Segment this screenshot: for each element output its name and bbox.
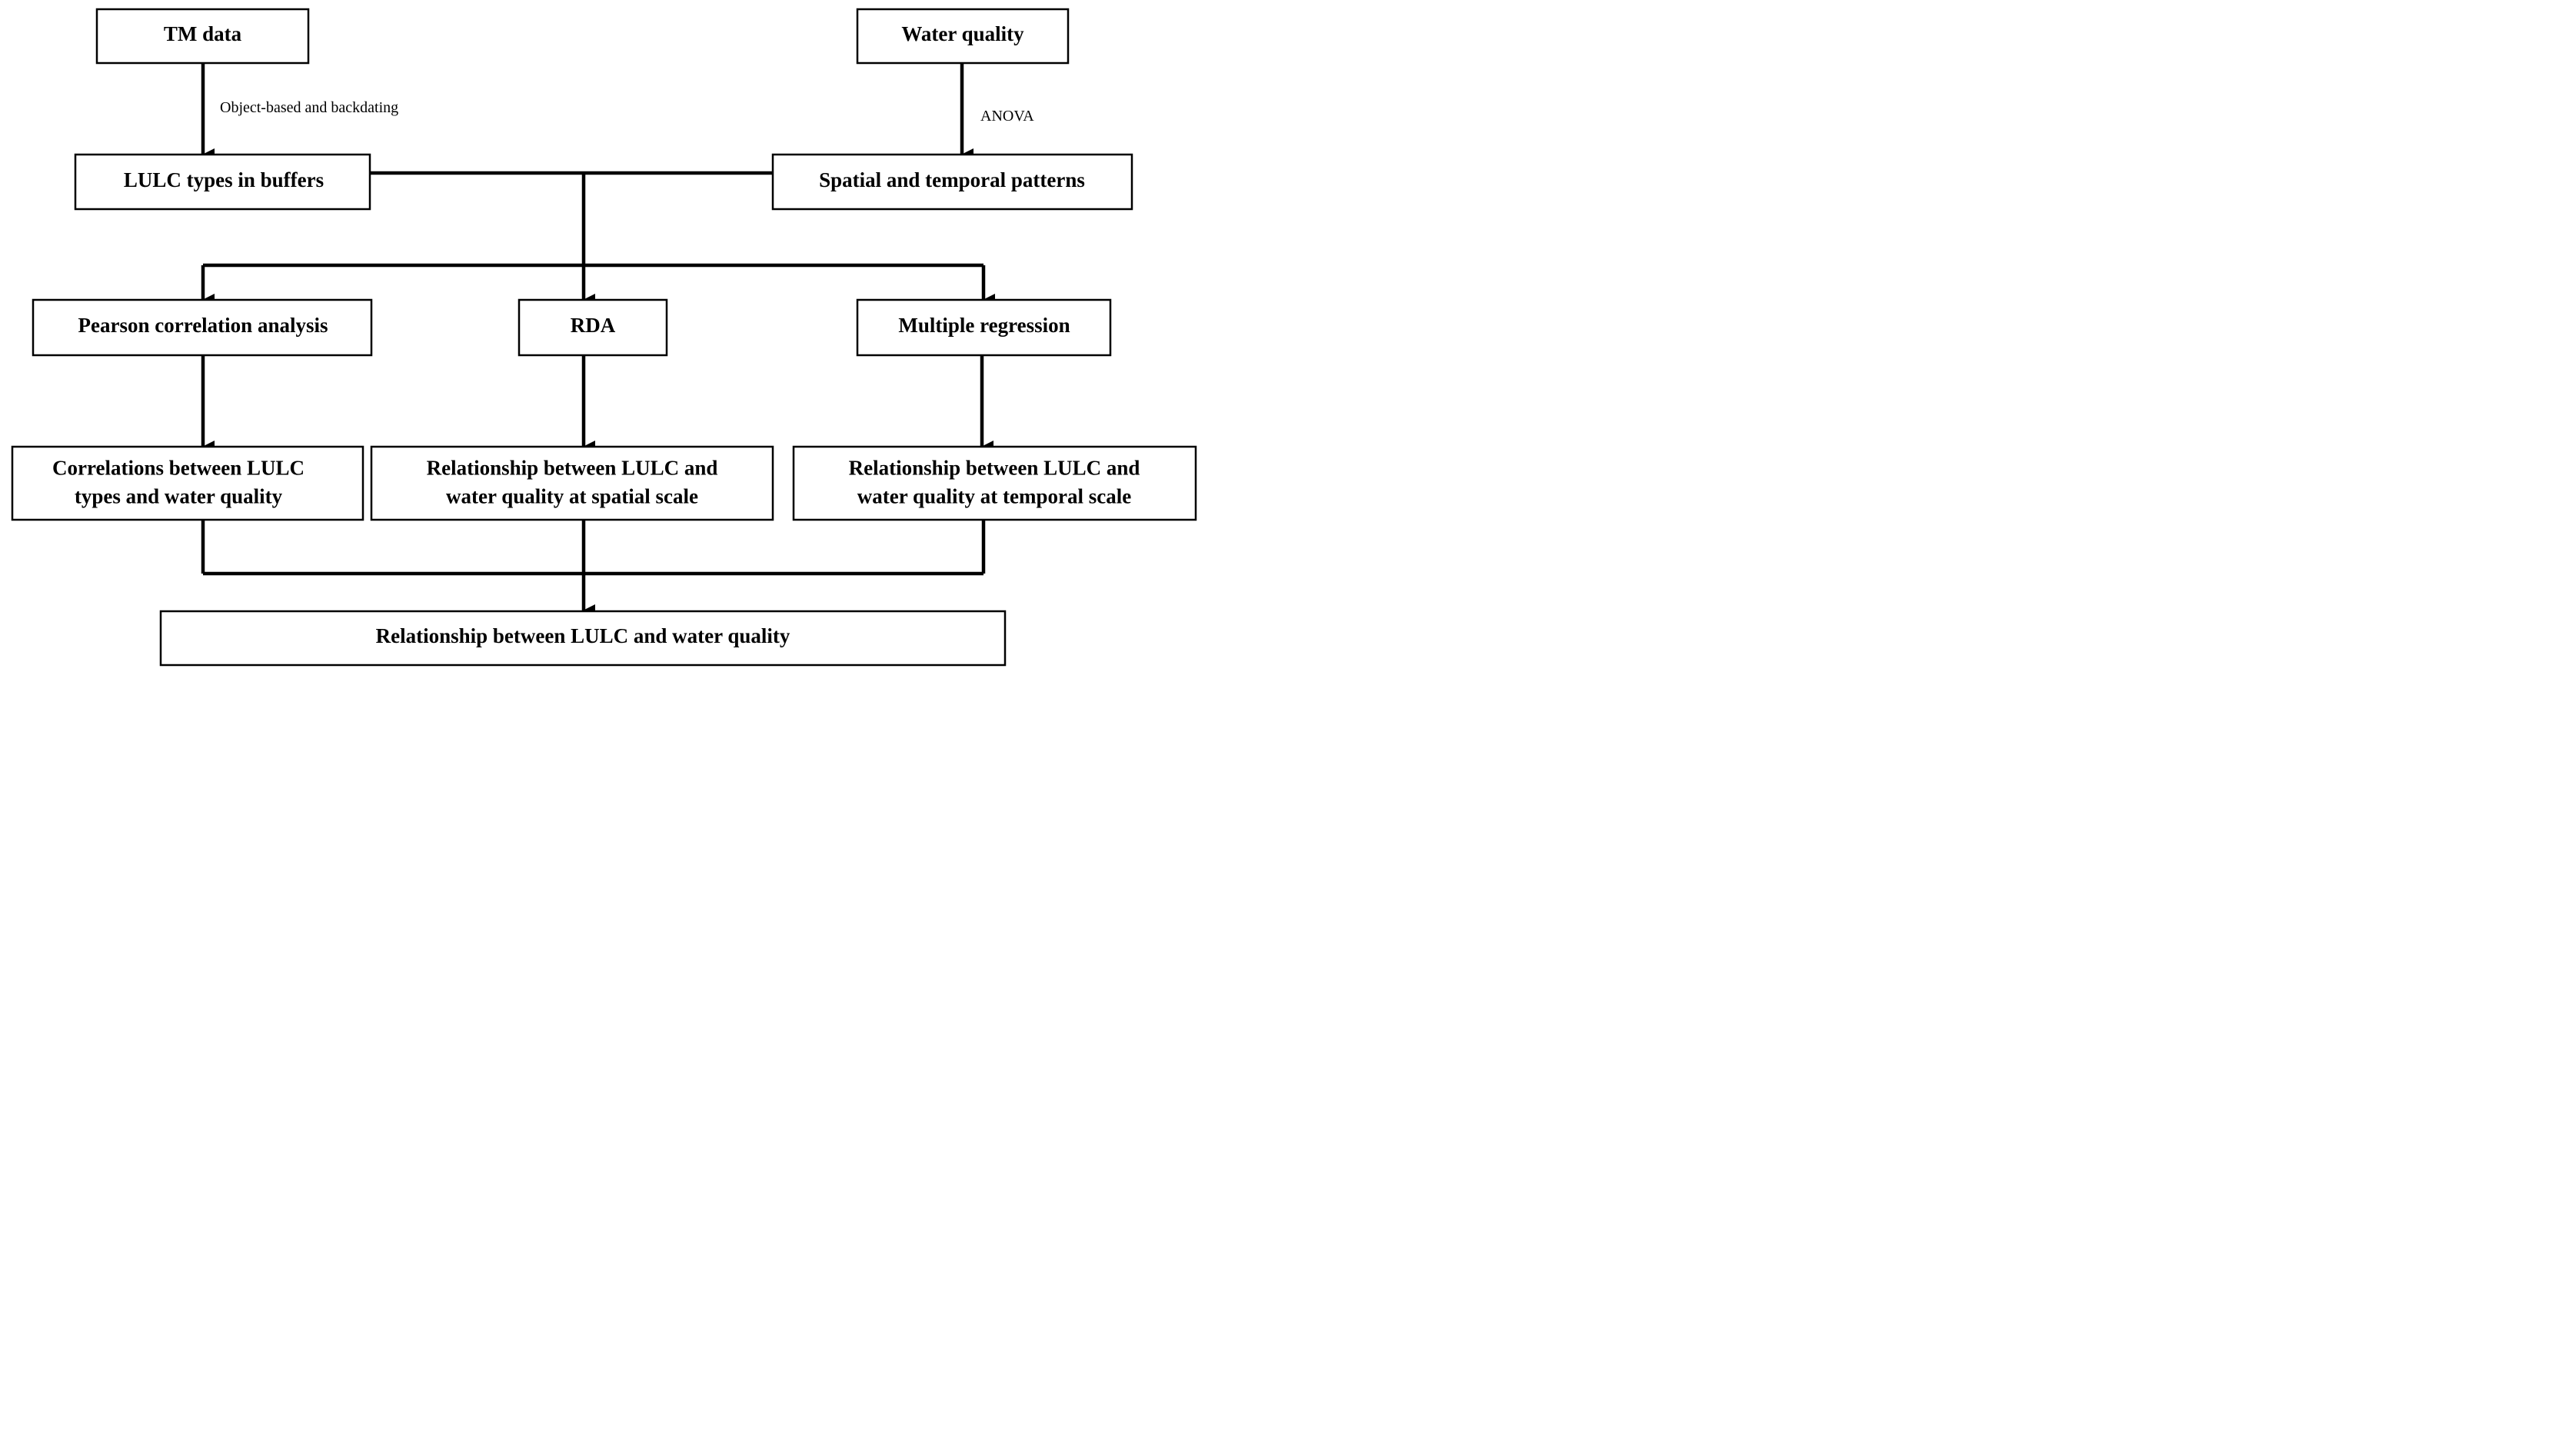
box-label-line: Relationship between LULC and — [427, 457, 718, 480]
box-label-line: Pearson correlation analysis — [78, 314, 328, 337]
box-spatial-temporal-label: Spatial and temporal patterns — [819, 168, 1085, 191]
box-label-line: Spatial and temporal patterns — [819, 168, 1085, 191]
box-pearson-label: Pearson correlation analysis — [78, 314, 328, 337]
box-tm-data-label: TM data — [164, 22, 242, 45]
connectors — [201, 64, 995, 617]
edge-label-object-based: Object-based and backdating — [220, 99, 398, 116]
box-label-line: water quality at spatial scale — [446, 485, 698, 508]
box-rda-label: RDA — [571, 314, 616, 337]
box-label-line: Relationship between LULC and — [849, 457, 1140, 480]
box-water-quality-label: Water quality — [901, 22, 1024, 45]
box-rda: RDA — [518, 298, 668, 357]
box-label-line: RDA — [571, 314, 616, 337]
edge-label-anova: ANOVA — [980, 108, 1034, 125]
box-correlations-result: Correlations between LULC types and water… — [11, 445, 364, 521]
box-label-line: types and water quality — [75, 485, 283, 508]
box-relationship-spatial-label: Relationship between LULC and water quali… — [427, 457, 718, 508]
box-spatial-temporal-patterns: Spatial and temporal patterns — [771, 153, 1133, 211]
box-relationship-temporal: Relationship between LULC and water quali… — [792, 445, 1197, 521]
box-label-line: Multiple regression — [898, 314, 1070, 337]
box-water-quality: Water quality — [856, 8, 1070, 65]
box-label-line: TM data — [164, 22, 242, 45]
box-label-line: Relationship between LULC and water qual… — [376, 624, 790, 647]
box-relationship-temporal-label: Relationship between LULC and water quali… — [849, 457, 1140, 508]
box-label-line: Correlations between LULC — [52, 457, 305, 480]
box-label-line: LULC types in buffers — [124, 168, 324, 191]
flowchart: Object-based and backdating ANOVA TM dat… — [11, 8, 1197, 667]
box-label-line: Water quality — [901, 22, 1024, 45]
box-label-line: water quality at temporal scale — [857, 485, 1131, 508]
box-correlations-label: Correlations between LULC types and water… — [52, 457, 305, 508]
box-relationship-spatial: Relationship between LULC and water quali… — [370, 445, 774, 521]
box-multiple-regression-label: Multiple regression — [898, 314, 1070, 337]
box-relationship-final-label: Relationship between LULC and water qual… — [376, 624, 790, 647]
box-lulc-types-in-buffers: LULC types in buffers — [74, 153, 371, 211]
box-pearson-correlation: Pearson correlation analysis — [32, 298, 373, 357]
box-multiple-regression: Multiple regression — [856, 298, 1112, 357]
box-lulc-types-label: LULC types in buffers — [124, 168, 324, 191]
box-tm-data: TM data — [95, 8, 310, 65]
box-relationship-final: Relationship between LULC and water qual… — [159, 610, 1007, 667]
